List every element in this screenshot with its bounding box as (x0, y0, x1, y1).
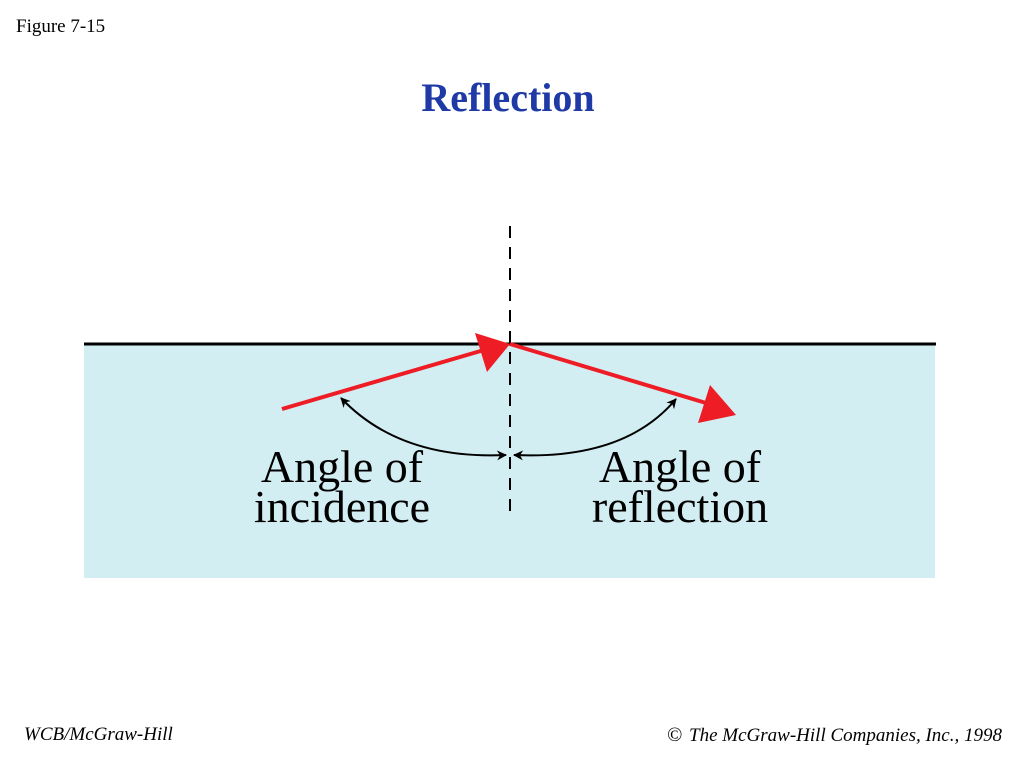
slide-title: Reflection (421, 75, 595, 120)
reflection-label-line1: Angle of (599, 441, 762, 492)
figure-label: Figure 7-15 (16, 16, 106, 37)
reflection-label-line2: reflection (592, 481, 768, 532)
copyright-text: The McGraw-Hill Companies, Inc., 1998 (689, 725, 1002, 746)
copyright-symbol: © (667, 724, 683, 746)
reflection-angle-arc (513, 398, 677, 461)
publisher-footer: WCB/McGraw-Hill (24, 724, 173, 745)
reflected-ray-arrowhead (698, 385, 736, 423)
reflected-ray (509, 342, 707, 405)
incident-ray-arrowhead (475, 333, 510, 372)
incidence-label-line1: Angle of (261, 441, 424, 492)
incidence-angle-arc (340, 397, 507, 461)
copyright-footer: © The McGraw-Hill Companies, Inc., 1998 (667, 724, 1002, 747)
incident-ray (281, 348, 485, 411)
incidence-label-line2: incidence (254, 481, 430, 532)
